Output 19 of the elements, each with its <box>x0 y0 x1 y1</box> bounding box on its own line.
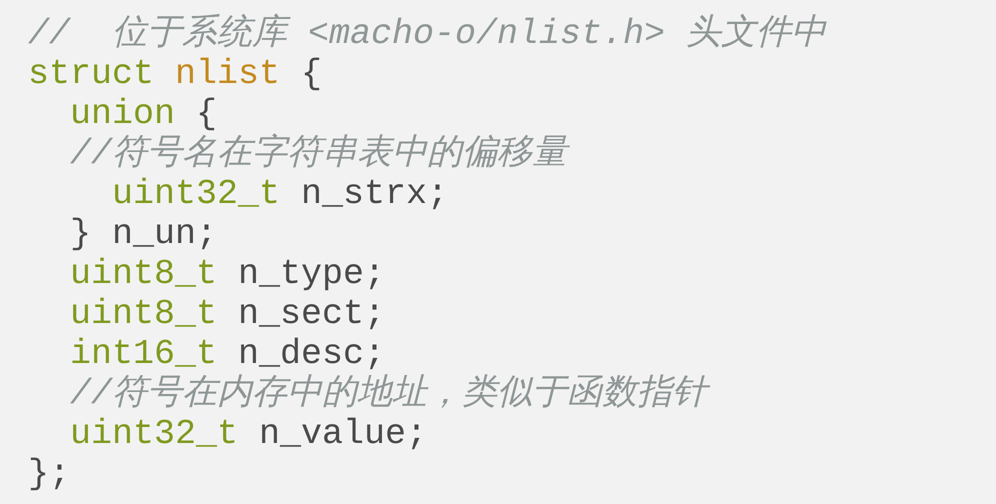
code-keyword: int16_t <box>70 334 218 374</box>
code-text: n_desc; <box>238 334 386 374</box>
code-text: n_type; <box>238 254 386 294</box>
code-keyword: uint8_t <box>70 254 218 294</box>
code-keyword: uint8_t <box>70 294 218 334</box>
code-keyword: uint32_t <box>70 414 238 454</box>
code-text: }; <box>28 454 70 494</box>
struct-name: nlist <box>175 54 280 94</box>
code-keyword: uint32_t <box>112 174 280 214</box>
code-text: } n_un; <box>70 214 218 254</box>
code-text: { <box>301 54 322 94</box>
code-comment: //符号名在字符串表中的偏移量 <box>70 134 568 174</box>
code-comment: // 位于系统库 <macho-o/nlist.h> 头文件中 <box>28 14 826 54</box>
code-text: { <box>196 94 218 134</box>
code-text: n_sect; <box>238 294 386 334</box>
code-text: n_strx; <box>301 174 448 214</box>
code-keyword: struct <box>28 54 154 94</box>
code-keyword: union <box>70 94 176 134</box>
code-text: n_value; <box>259 414 428 454</box>
